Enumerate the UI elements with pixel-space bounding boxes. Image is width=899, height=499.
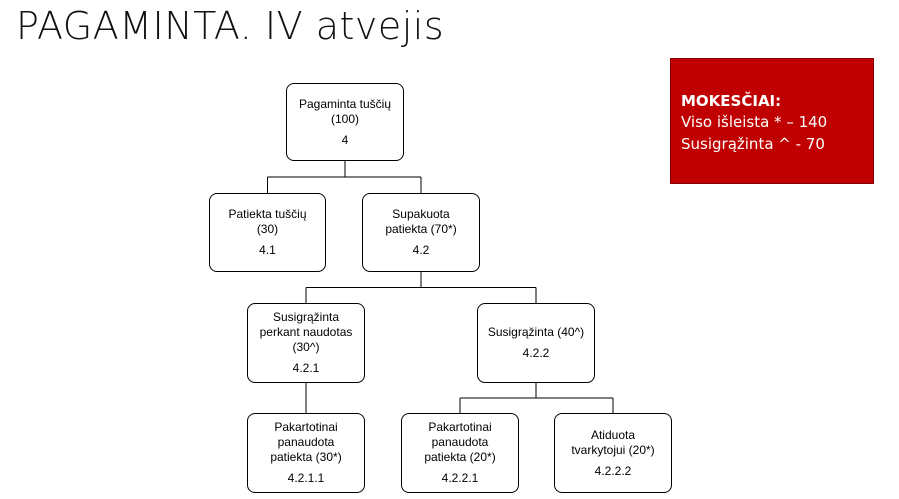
taxes-returned-line: Susigrąžinta ^ - 70 [681, 135, 825, 153]
node-code: 4.2.2.1 [441, 471, 479, 485]
page-title: PAGAMINTA. IV atvejis [16, 4, 445, 48]
node-label: Pakartotinai panaudota patiekta (30*) [270, 420, 342, 464]
node-label: Pagaminta tuščių (100) [298, 96, 392, 126]
node-label: Atiduota tvarkytojui (20*) [571, 427, 655, 457]
node-4-2-2: Susigrąžinta (40^) 4.2.2 [477, 303, 595, 383]
node-code: 4.2 [412, 243, 430, 257]
node-4-1: Patiekta tuščių (30) 4.1 [209, 193, 326, 272]
node-4-2-1-1: Pakartotinai panaudota patiekta (30*) 4.2… [247, 413, 365, 493]
taxes-title: MOKESČIAI: [681, 92, 782, 110]
node-4-2-2-2: Atiduota tvarkytojui (20*) 4.2.2.2 [554, 413, 672, 493]
node-label: Susigrąžinta perkant naudotas (30^) [259, 310, 353, 354]
node-4-2-2-1: Pakartotinai panaudota patiekta (20*) 4.2… [401, 413, 519, 493]
node-code: 4.2.2.2 [594, 463, 632, 478]
node-label: Pakartotinai panaudota patiekta (20*) [424, 420, 496, 464]
taxes-spent-line: Viso išleista * – 140 [681, 113, 828, 131]
node-code: 4 [341, 132, 349, 147]
node-label: Susigrąžinta (40^) [487, 325, 585, 339]
taxes-box: MOKESČIAI: Viso išleista * – 140 Susigrą… [670, 58, 874, 184]
node-4-2: Supakuota patiekta (70*) 4.2 [362, 193, 480, 272]
node-4-2-1: Susigrąžinta perkant naudotas (30^) 4.2.1 [247, 303, 365, 383]
node-code: 4.2.1 [292, 361, 320, 375]
node-code: 4.2.2 [522, 346, 550, 360]
node-label: Supakuota patiekta (70*) [385, 207, 457, 236]
node-label: Patiekta tuščių (30) [228, 207, 307, 236]
node-code: 4.1 [259, 243, 276, 257]
node-4: Pagaminta tuščių (100) 4 [286, 83, 404, 161]
node-code: 4.2.1.1 [287, 471, 325, 485]
